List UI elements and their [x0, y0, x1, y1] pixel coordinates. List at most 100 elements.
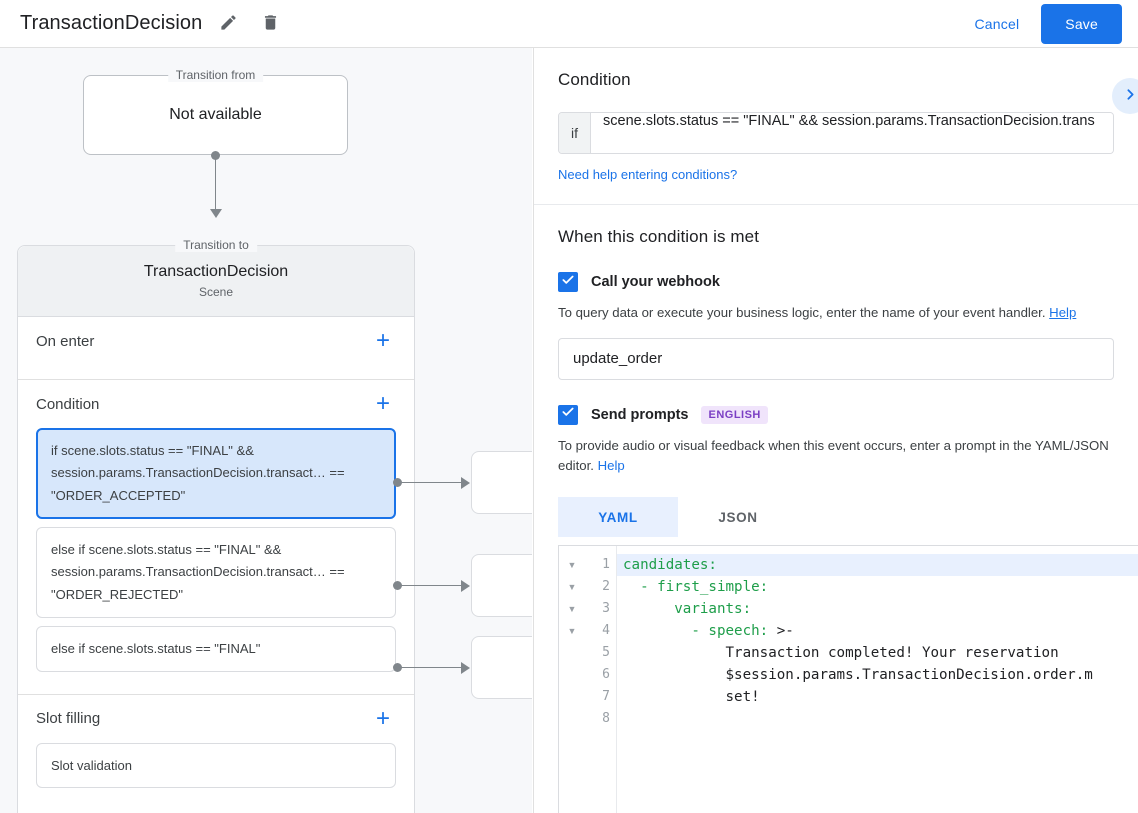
- fold-toggle-1[interactable]: ▼: [567, 560, 577, 570]
- condition-expression-input[interactable]: scene.slots.status == "FINAL" && session…: [591, 113, 1113, 153]
- webhook-handler-input[interactable]: [558, 337, 1114, 380]
- scene-graph-canvas[interactable]: Transition from Not available Transition…: [0, 48, 532, 813]
- line-number: 4: [602, 623, 610, 638]
- tab-yaml[interactable]: YAML: [558, 497, 678, 538]
- section-title-on-enter: On enter: [36, 332, 95, 350]
- condition-connector-3: [400, 667, 464, 668]
- top-app-bar: TransactionDecision Cancel Save: [0, 0, 1138, 48]
- condition-heading: Condition: [558, 70, 631, 89]
- check-icon: [561, 273, 575, 292]
- section-slot-filling: Slot filling + Slot validation: [18, 695, 414, 811]
- connector-arrow-down: [210, 209, 222, 218]
- save-button[interactable]: Save: [1041, 3, 1122, 44]
- prompts-checkbox[interactable]: [558, 404, 578, 425]
- when-condition-met-block: When this condition is met Call your web…: [534, 205, 1138, 557]
- prompts-description-row: To provide audio or visual feedback when…: [558, 436, 1114, 476]
- code-line[interactable]: set!: [617, 686, 1138, 708]
- trash-icon: [261, 13, 280, 35]
- condition-target-box-3[interactable]: [471, 636, 532, 699]
- scene-name: TransactionDecision: [143, 263, 289, 280]
- code-line[interactable]: - first_simple:: [617, 576, 1138, 598]
- add-on-enter-button[interactable]: +: [370, 328, 396, 354]
- line-number: 6: [602, 667, 610, 682]
- code-line[interactable]: $session.params.TransactionDecision.orde…: [617, 664, 1138, 686]
- condition-if-prefix: if: [559, 113, 591, 153]
- code-line[interactable]: - speech: >-: [617, 620, 1138, 642]
- editor-format-tabs: YAML JSON: [558, 497, 1114, 538]
- section-header-condition: Condition +: [36, 380, 396, 428]
- transition-from-legend: Transition from: [167, 68, 264, 82]
- code-token-value: Transaction completed! Your reservation: [623, 645, 1059, 661]
- editor-line-numbers: 1 2 3 4 5 6 7 8: [585, 546, 617, 813]
- webhook-check-row[interactable]: Call your webhook: [558, 272, 1114, 292]
- code-line[interactable]: Transaction completed! Your reservation: [617, 642, 1138, 664]
- check-icon: [561, 405, 575, 424]
- fold-toggle-8: [559, 708, 585, 730]
- condition-connector-1: [400, 482, 464, 483]
- webhook-label: Call your webhook: [591, 274, 720, 290]
- condition-heading-row: Condition: [558, 70, 1114, 90]
- section-on-enter: On enter +: [18, 317, 414, 380]
- condition-anchor-dot-1: [393, 478, 402, 487]
- add-slot-filling-button[interactable]: +: [370, 706, 396, 732]
- add-condition-button[interactable]: +: [370, 391, 396, 417]
- line-number: 1: [602, 557, 610, 572]
- condition-arrow-2: [461, 580, 470, 592]
- code-line[interactable]: candidates:: [617, 554, 1138, 576]
- section-condition: Condition + if scene.slots.status == "FI…: [18, 380, 414, 695]
- condition-block: Condition if scene.slots.status == "FINA…: [534, 48, 1138, 204]
- condition-target-box-1[interactable]: [471, 451, 532, 514]
- pencil-icon: [219, 13, 238, 35]
- cancel-button[interactable]: Cancel: [963, 8, 1032, 40]
- condition-anchor-dot-3: [393, 663, 402, 672]
- language-badge: ENGLISH: [701, 405, 768, 424]
- code-line[interactable]: variants:: [617, 598, 1138, 620]
- condition-chip-accepted[interactable]: if scene.slots.status == "FINAL" && sess…: [36, 428, 396, 520]
- fold-toggle-4[interactable]: ▼: [567, 626, 577, 636]
- yaml-editor[interactable]: ▼ ▼ ▼ ▼ 1 2 3 4 5 6 7 8 candidates: - fi…: [558, 545, 1138, 813]
- prompts-help-link[interactable]: Help: [597, 457, 625, 473]
- webhook-help-link[interactable]: Help: [1049, 305, 1077, 320]
- webhook-description-row: To query data or execute your business l…: [558, 303, 1114, 323]
- condition-target-box-2[interactable]: [471, 554, 532, 617]
- line-number: 3: [602, 601, 610, 616]
- code-token-key: - first_simple:: [623, 579, 769, 595]
- editor-fold-gutter[interactable]: ▼ ▼ ▼ ▼: [559, 546, 585, 813]
- condition-field[interactable]: if scene.slots.status == "FINAL" && sess…: [558, 112, 1114, 154]
- when-condition-met-heading: When this condition is met: [558, 227, 760, 246]
- code-token-value: $session.params.TransactionDecision.orde…: [623, 667, 1093, 683]
- condition-chip-final[interactable]: else if scene.slots.status == "FINAL": [36, 626, 396, 672]
- slot-validation-chip[interactable]: Slot validation: [36, 742, 396, 789]
- edit-name-button[interactable]: [212, 8, 244, 40]
- line-number: 5: [602, 645, 610, 660]
- expand-panel-button[interactable]: [1112, 78, 1138, 114]
- condition-help-link[interactable]: Need help entering conditions?: [558, 167, 738, 182]
- tab-json[interactable]: JSON: [678, 497, 798, 537]
- webhook-checkbox[interactable]: [558, 272, 578, 292]
- line-number: 7: [602, 689, 610, 704]
- prompts-check-row[interactable]: Send prompts ENGLISH: [558, 404, 1114, 425]
- fold-toggle-6: [559, 664, 585, 686]
- chevron-right-icon: [1122, 86, 1138, 106]
- fold-toggle-3[interactable]: ▼: [567, 604, 577, 614]
- editor-code-area[interactable]: candidates: - first_simple: variants: - …: [617, 546, 1138, 813]
- code-token-key: candidates:: [623, 557, 717, 573]
- condition-chip-rejected[interactable]: else if scene.slots.status == "FINAL" &&…: [36, 527, 396, 619]
- prompts-description: To provide audio or visual feedback when…: [558, 437, 1109, 473]
- prompts-label: Send prompts: [591, 406, 689, 423]
- fold-toggle-5: [559, 642, 585, 664]
- connector-line-vertical: [215, 155, 216, 213]
- code-token-value: set!: [623, 689, 760, 705]
- code-token-key: variants:: [623, 601, 752, 617]
- transition-to-card: Transition to TransactionDecision Scene …: [17, 238, 415, 813]
- details-panel: Condition if scene.slots.status == "FINA…: [533, 48, 1138, 813]
- scene-header[interactable]: TransactionDecision Scene: [18, 246, 414, 317]
- transition-from-box: Transition from Not available: [83, 68, 348, 155]
- code-line[interactable]: [617, 708, 1138, 730]
- section-title-slot-filling: Slot filling: [36, 710, 101, 728]
- transition-to-legend: Transition to: [175, 238, 257, 252]
- delete-button[interactable]: [254, 8, 286, 40]
- transition-from-value: Not available: [169, 106, 262, 123]
- condition-anchor-dot-2: [393, 581, 402, 590]
- fold-toggle-2[interactable]: ▼: [567, 582, 577, 592]
